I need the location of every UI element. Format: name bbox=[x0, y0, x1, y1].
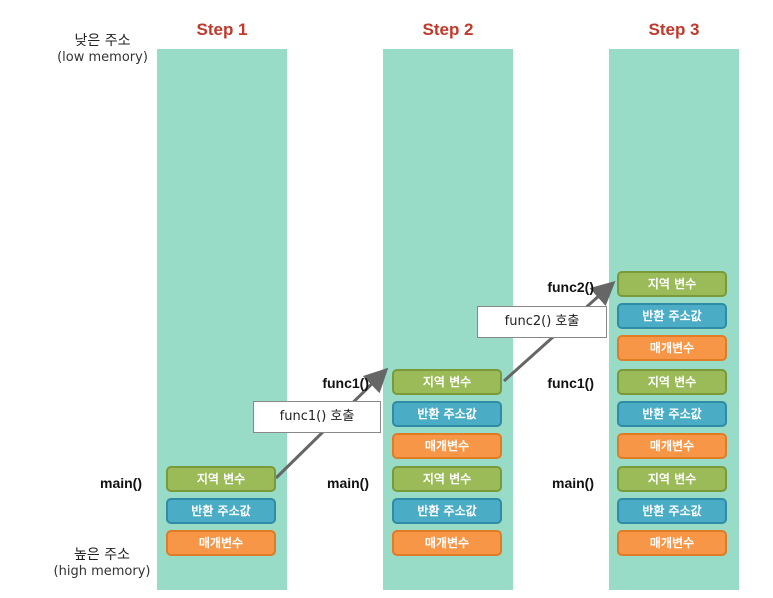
low-memory-korean: 낮은 주소 bbox=[74, 33, 131, 49]
step-2-title: Step 2 bbox=[422, 20, 474, 39]
step-1-main-params: 매개변수 bbox=[166, 530, 276, 556]
step-3-main-return-address: 반환 주소값 bbox=[617, 498, 727, 524]
step-3-func1-return-address: 반환 주소값 bbox=[617, 401, 727, 427]
high-memory-label: 높은 주소 (high memory) bbox=[42, 547, 162, 580]
step-3-func2-local-vars: 지역 변수 bbox=[617, 271, 727, 297]
step-3-title: Step 3 bbox=[648, 20, 700, 39]
step-2-func1-return-address: 반환 주소값 bbox=[392, 401, 502, 427]
step-2-main-label: main() bbox=[327, 475, 369, 491]
step-3-func1-local-vars: 지역 변수 bbox=[617, 369, 727, 395]
step-3-func2-return-address: 반환 주소값 bbox=[617, 303, 727, 329]
func2-call-callout: func2() 호출 bbox=[477, 306, 607, 338]
step-3-main-params: 매개변수 bbox=[617, 530, 727, 556]
step-2-func1-local-vars: 지역 변수 bbox=[392, 369, 502, 395]
step-2-func1-params: 매개변수 bbox=[392, 433, 502, 459]
step-3-func2-params: 매개변수 bbox=[617, 335, 727, 361]
func1-call-callout: func1() 호출 bbox=[253, 401, 381, 433]
step-3-func1-params: 매개변수 bbox=[617, 433, 727, 459]
step-2-main-return-address: 반환 주소값 bbox=[392, 498, 502, 524]
step-2-func1-label: func1() bbox=[322, 375, 369, 391]
step-1-main-return-address: 반환 주소값 bbox=[166, 498, 276, 524]
low-memory-english: (low memory) bbox=[57, 50, 148, 65]
step-3-main-local-vars: 지역 변수 bbox=[617, 466, 727, 492]
step-2-main-local-vars: 지역 변수 bbox=[392, 466, 502, 492]
step-3-func1-label: func1() bbox=[547, 375, 594, 391]
step-2-main-params: 매개변수 bbox=[392, 530, 502, 556]
high-memory-english: (high memory) bbox=[53, 564, 151, 579]
step-1-main-label: main() bbox=[100, 475, 142, 491]
step-1-main-local-vars: 지역 변수 bbox=[166, 466, 276, 492]
step-1-title: Step 1 bbox=[196, 20, 248, 39]
high-memory-korean: 높은 주소 bbox=[74, 547, 130, 563]
step-3-func2-label: func2() bbox=[547, 279, 594, 295]
low-memory-label: 낮은 주소 (low memory) bbox=[45, 33, 160, 66]
step-3-main-label: main() bbox=[552, 475, 594, 491]
